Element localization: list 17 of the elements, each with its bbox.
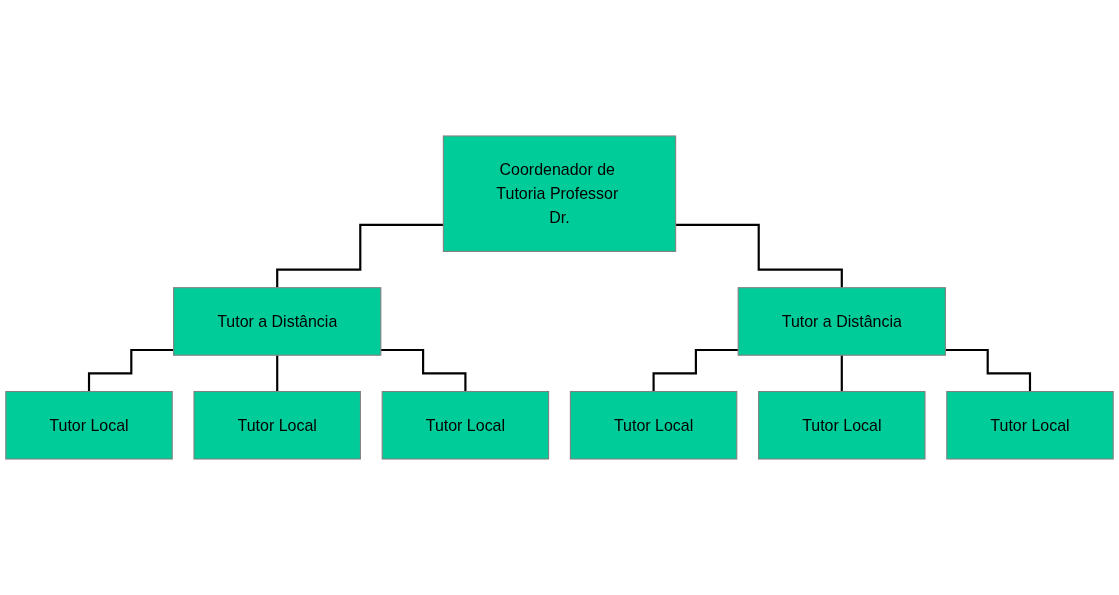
node-box: Tutor Local <box>569 390 738 460</box>
node-box: Tutor Local <box>381 390 550 460</box>
node-box: Tutor Local <box>193 390 361 460</box>
node-box: Tutor Local <box>946 390 1114 460</box>
connector <box>840 354 843 393</box>
node-box: Tutor Local <box>5 390 173 460</box>
connector <box>276 354 279 393</box>
connector <box>652 348 739 393</box>
node-box: Tutor a Distância <box>173 287 382 356</box>
node-box: Tutor a Distância <box>737 287 946 356</box>
node-box: Coordenador de Tutoria Professor Dr. <box>442 135 677 252</box>
connector <box>945 348 1032 393</box>
connector <box>87 348 174 393</box>
connector <box>276 223 444 289</box>
connector <box>675 223 843 289</box>
connector <box>380 348 467 393</box>
node-box: Tutor Local <box>758 390 926 460</box>
